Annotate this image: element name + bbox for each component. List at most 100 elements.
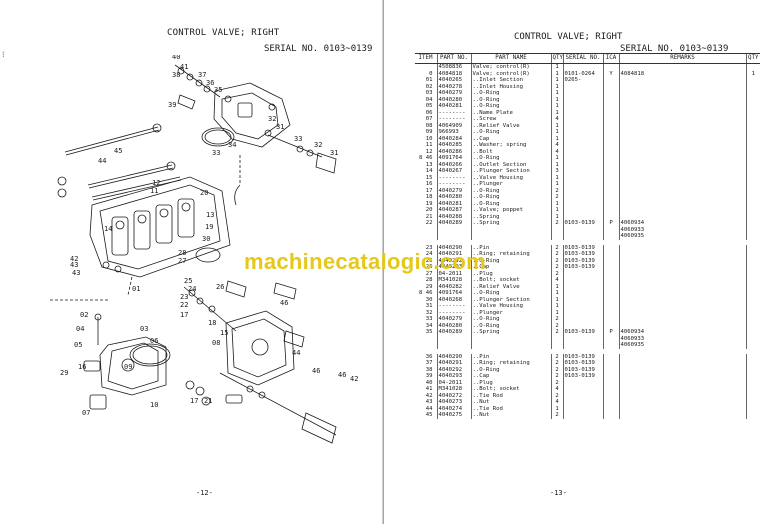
cell-qty: 1: [550, 109, 563, 116]
callout-label: 43: [70, 261, 78, 269]
callout-label: 15: [220, 329, 228, 337]
cell-qty-2: [745, 161, 760, 168]
cell-remarks: [618, 63, 746, 71]
callout-label: 12: [152, 179, 160, 187]
cell-serial: [562, 270, 603, 277]
cell-qty-2: [745, 360, 760, 367]
cell-serial: [562, 296, 603, 303]
cell-part-name: ..Valve; poppet: [470, 207, 551, 214]
cell-serial: 0103-0139: [562, 257, 603, 264]
cell-remarks: 4060935: [618, 233, 746, 240]
cell-serial: [562, 168, 603, 175]
cell-remarks: [618, 200, 746, 207]
cell-qty: 4: [550, 386, 563, 393]
cell-item: [415, 64, 437, 71]
cell-part-no: [436, 226, 471, 233]
parts-table-row: 4060933: [415, 226, 760, 233]
cell-part-name: ..Spring: [470, 220, 551, 227]
cell-remarks: [618, 122, 746, 129]
callout-label: 46: [338, 371, 346, 379]
cell-ica: [602, 264, 619, 271]
col-header-serial: SERIAL NO.: [562, 53, 603, 64]
cell-remarks: 4084818: [618, 70, 746, 77]
callout-label: 20: [200, 189, 208, 197]
cell-qty: [550, 335, 563, 342]
cell-part-name: Valve; control(R): [470, 63, 551, 71]
cell-item: 35: [425, 329, 433, 335]
callout-label: 28: [178, 249, 186, 257]
callout-label: 25: [184, 277, 192, 285]
cell-ica: [602, 213, 619, 220]
cell-qty: 4: [550, 116, 563, 123]
callout-label: 09: [124, 363, 132, 371]
cell-part-name: Valve; control(R): [470, 70, 551, 77]
cell-remarks: 4060933: [618, 226, 746, 233]
cell-qty-2: [745, 322, 760, 329]
cell-serial: 0103-0139: [562, 353, 603, 360]
cell-ica: P: [602, 329, 619, 336]
cell-part-no: M341028: [436, 277, 471, 284]
cell-ica: [602, 392, 619, 399]
callout-label: 01: [132, 285, 140, 293]
parts-table-header: ITEM PART NO. PART NAME QTY SERIAL NO. I…: [415, 53, 760, 64]
cell-remarks: [618, 142, 746, 149]
cell-remarks: [618, 161, 746, 168]
cell-part-no: 4040278: [436, 83, 471, 90]
cell-part-name: [470, 233, 551, 240]
cell-ica: [602, 103, 619, 110]
cell-qty-2: [745, 283, 760, 290]
cell-ica: [602, 322, 619, 329]
callout-label: 36: [206, 79, 214, 87]
cell-remarks: [618, 109, 746, 116]
cell-remarks: [618, 148, 746, 155]
cell-part-name: ..Plunger: [470, 309, 551, 316]
cell-part-no: 4040289: [436, 220, 471, 227]
cell-qty: [550, 226, 563, 233]
cell-ica: [602, 135, 619, 142]
cell-qty: 1: [550, 405, 563, 412]
cell-serial: [562, 129, 603, 136]
callout-label: 42: [70, 255, 78, 263]
callout-label: 23: [180, 293, 188, 301]
cell-qty: 1: [550, 174, 563, 181]
cell-part-no: 4040281: [436, 103, 471, 110]
cell-item: 8 46: [419, 155, 433, 161]
cell-qty-2: [745, 187, 760, 194]
cell-ica: [602, 342, 619, 349]
cell-part-no: 4040290: [436, 353, 471, 360]
cell-ica: [602, 283, 619, 290]
callout-label: 07: [82, 409, 90, 417]
callout-label: 05: [74, 341, 82, 349]
cell-serial: [562, 103, 603, 110]
cell-serial: [562, 233, 603, 240]
cell-remarks: [618, 270, 746, 277]
cell-part-name: ..Ring; retaining: [470, 251, 551, 258]
cell-part-no: 4040291: [436, 360, 471, 367]
cell-qty-2: [745, 174, 760, 181]
cell-qty-2: [745, 122, 760, 129]
cell-item: 03: [425, 90, 433, 96]
cell-item: 15: [425, 174, 433, 181]
cell-remarks: [618, 155, 746, 162]
cell-qty: 1: [550, 77, 563, 84]
callout-label: 34: [228, 141, 236, 149]
cell-serial: [562, 135, 603, 142]
cell-qty: 2: [550, 257, 563, 264]
cell-part-name: ..O-Ring: [470, 290, 551, 297]
cell-serial: 0103-0139: [562, 329, 603, 336]
cell-qty-2: [745, 405, 760, 412]
cell-qty: 4: [550, 277, 563, 284]
cell-qty-2: [745, 200, 760, 207]
cell-part-name: ..Spring: [470, 213, 551, 220]
cell-serial: 0265-: [562, 77, 603, 84]
cell-serial: [562, 109, 603, 116]
